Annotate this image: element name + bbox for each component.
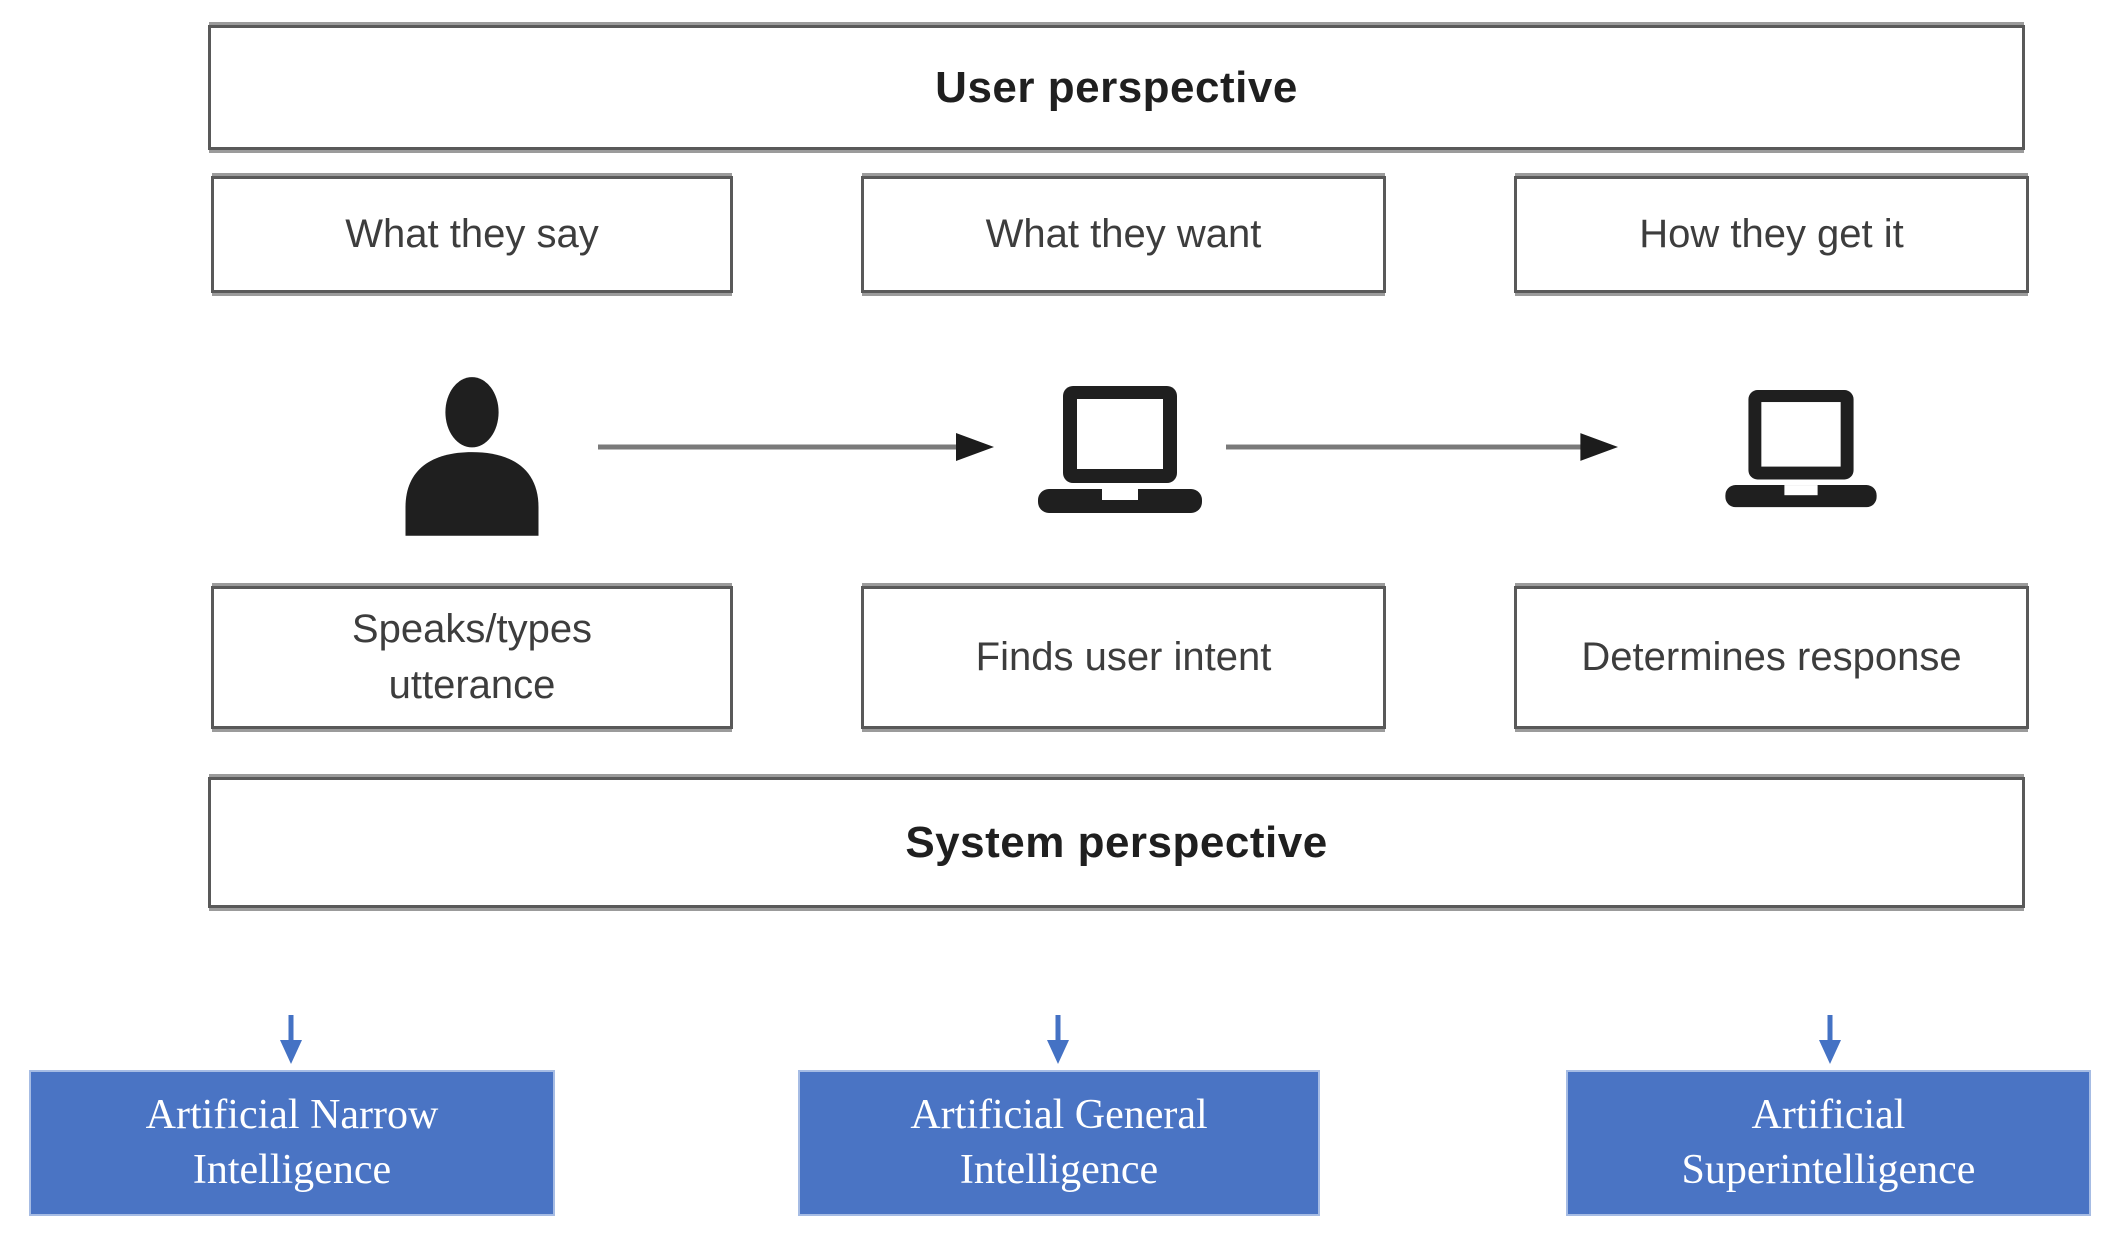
box-determines-response: Determines response	[1514, 586, 2029, 729]
down-arrow-icon	[280, 1015, 302, 1064]
box-speaks-types-utterance: Speaks/types utterance	[211, 586, 733, 729]
box-finds-user-intent: Finds user intent	[861, 586, 1386, 729]
finds-user-intent-label: Finds user intent	[975, 634, 1272, 679]
how-they-get-it-label: How they get it	[1639, 211, 1904, 256]
speaks-types-utterance-label: Speaks/types utterance	[351, 607, 593, 707]
box-how-they-get-it: How they get it	[1514, 176, 2029, 293]
box-what-they-say: What they say	[211, 176, 733, 293]
system-perspective-title: System perspective	[905, 817, 1328, 867]
box-artificial-narrow-intelligence: Artificial Narrow Intelligence	[29, 1070, 555, 1216]
user-perspective-header: User perspective	[208, 25, 2025, 150]
box-artificial-general-intelligence: Artificial General Intelligence	[798, 1070, 1320, 1216]
box-what-they-want: What they want	[861, 176, 1386, 293]
artificial-narrow-intelligence-label: Artificial Narrow Intelligence	[145, 1091, 439, 1193]
artificial-superintelligence-label: Artificial Superintelligence	[1681, 1091, 1976, 1193]
down-arrow-icon	[1047, 1015, 1069, 1064]
artificial-general-intelligence-label: Artificial General Intelligence	[910, 1091, 1208, 1193]
person-icon	[405, 377, 539, 536]
what-they-say-label: What they say	[345, 211, 599, 256]
flow-arrow-icon	[598, 433, 994, 461]
laptop-icon	[1725, 390, 1877, 508]
laptop-icon	[1038, 386, 1202, 513]
flow-arrow-icon	[1226, 433, 1618, 461]
determines-response-label: Determines response	[1581, 634, 1962, 679]
system-perspective-header: System perspective	[208, 777, 2025, 908]
user-perspective-title: User perspective	[935, 62, 1298, 112]
what-they-want-label: What they want	[985, 211, 1262, 256]
down-arrow-icon	[1819, 1015, 1841, 1064]
box-artificial-superintelligence: Artificial Superintelligence	[1566, 1070, 2091, 1216]
